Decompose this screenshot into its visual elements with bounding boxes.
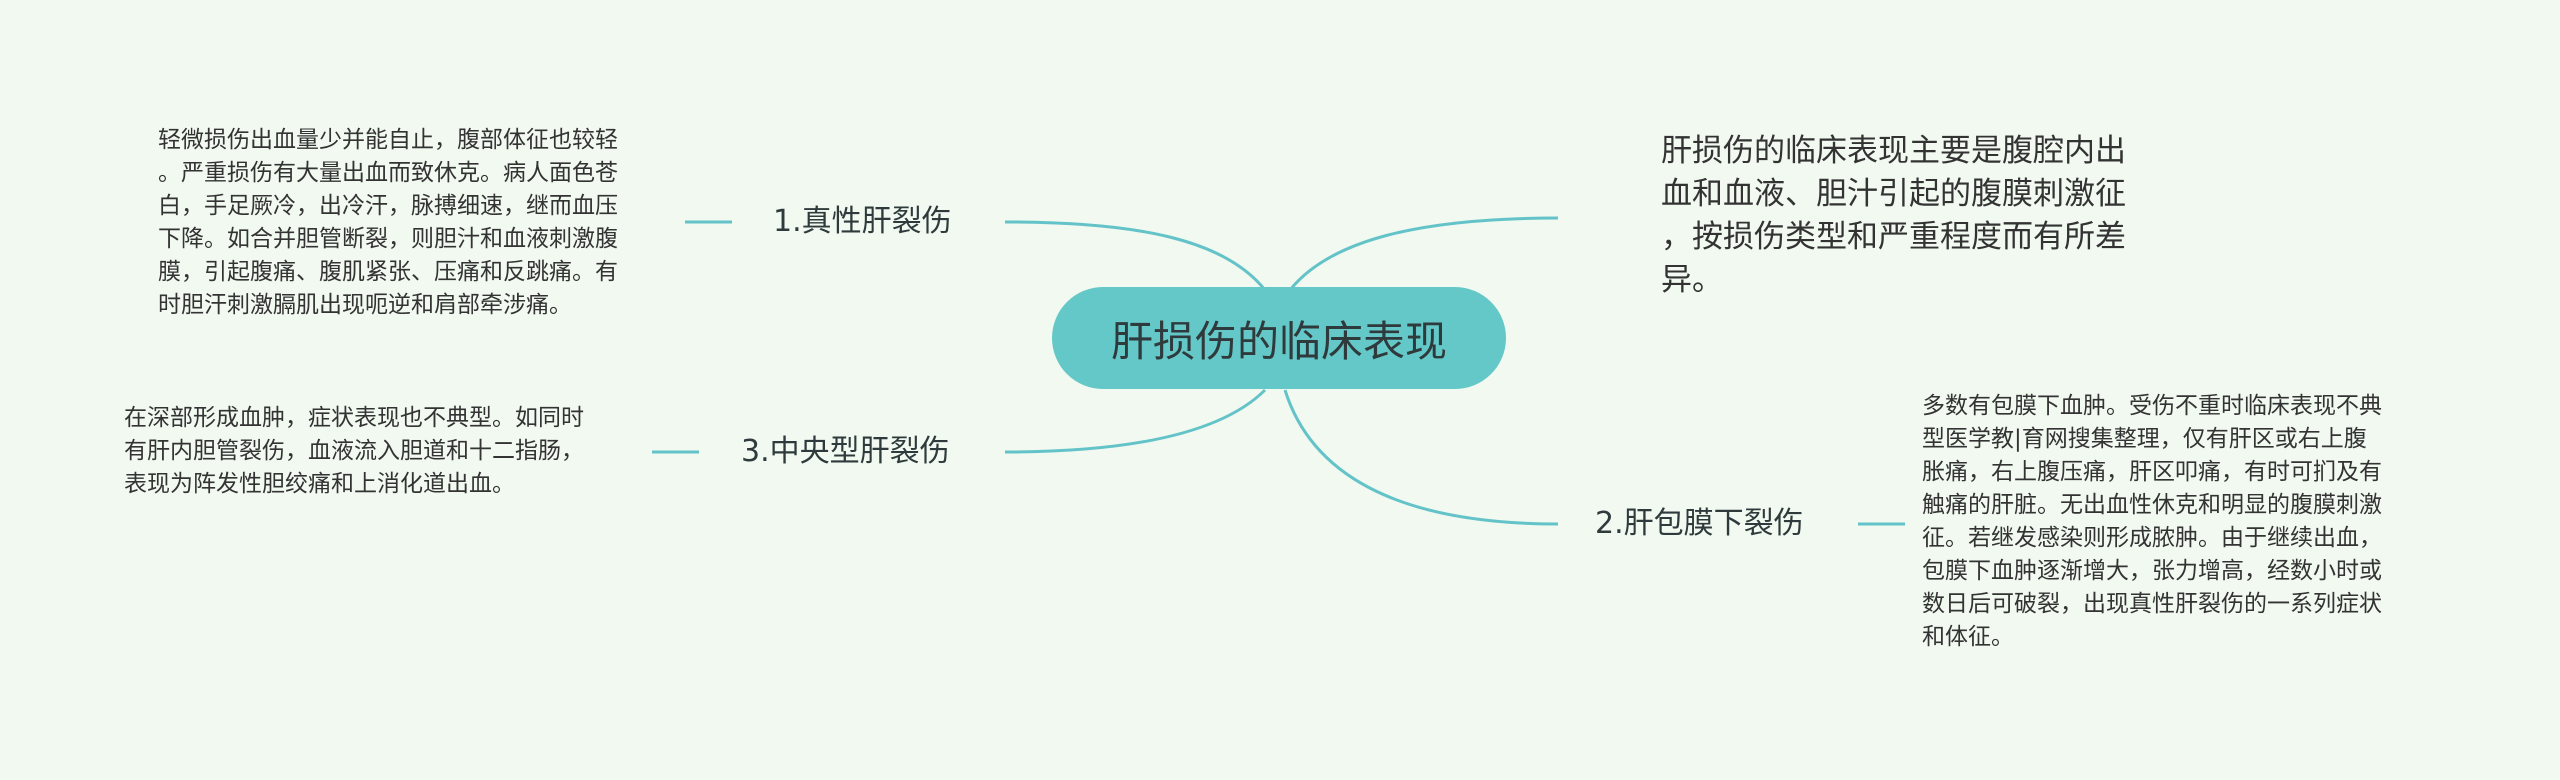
branch-3-detail: 在深部形成血肿，症状表现也不典型。如同时 有肝内胆管裂伤，血液流入胆道和十二指肠… [124,405,584,497]
branch-1-topic[interactable]: 1.真性肝裂伤 [773,204,952,239]
branch-2-detail: 多数有包膜下血肿。受伤不重时临床表现不典 型医学教|育网搜集整理，仅有肝区或右上… [1922,393,2382,650]
branch-2-topic[interactable]: 2.肝包膜下裂伤 [1595,506,1804,541]
summary-note: 肝损伤的临床表现主要是腹腔内出 血和血液、胆汁引起的腹膜刺激征 ，按损伤类型和严… [1661,133,2126,298]
connector-root-branch-2 [1283,389,1559,526]
connector-root-branch-3 [1004,388,1267,454]
root-topic[interactable]: 肝损伤的临床表现 [1052,287,1506,389]
branch-1-detail: 轻微损伤出血量少并能自止，腹部体征也较轻 。严重损伤有大量出血而致休克。病人面色… [158,127,618,318]
connector-root-summary [1288,216,1559,291]
connector-root-branch-1 [1004,220,1267,291]
branch-3-topic[interactable]: 3.中央型肝裂伤 [741,434,950,469]
